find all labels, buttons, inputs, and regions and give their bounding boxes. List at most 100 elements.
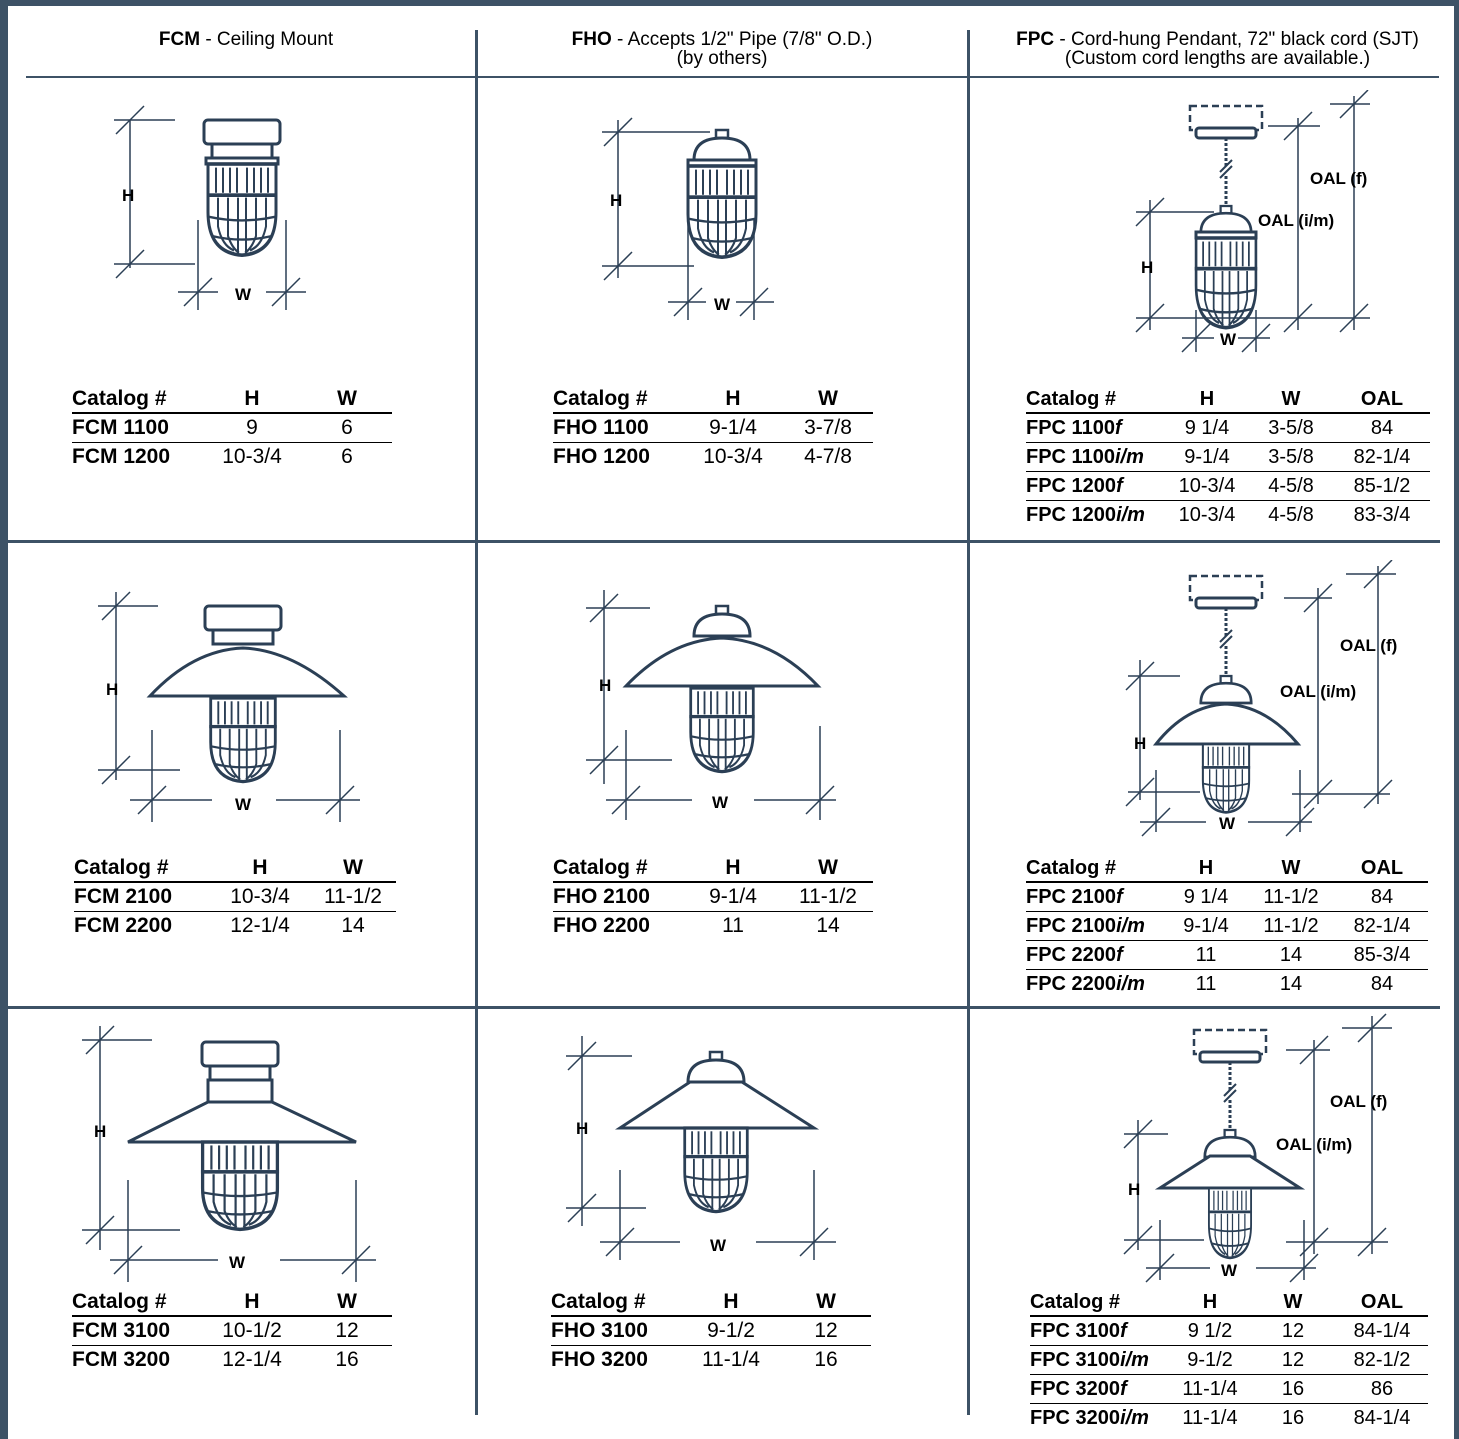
header-h: H	[1166, 855, 1246, 883]
oal-value: 84	[1370, 972, 1394, 995]
table-row: FHO 3100 9-1/2 12	[551, 1316, 871, 1346]
column-description-line2: (Custom cord lengths are available.)	[1064, 48, 1371, 69]
header-w: W	[1250, 1289, 1336, 1317]
h-value: 9-1/4	[1166, 911, 1246, 941]
table-row: FCM 2200 12-1/4 14	[74, 912, 396, 941]
header-h: H	[681, 1289, 781, 1317]
h-value: 9-1/2	[1170, 1345, 1250, 1375]
header-w: W	[783, 386, 873, 414]
w-value: 6	[341, 445, 353, 468]
column-code: FCM	[158, 29, 201, 50]
table-row: FHO 3200 11-1/4 16	[551, 1346, 871, 1375]
header-catalog: Catalog #	[1026, 386, 1166, 414]
header-h: H	[210, 855, 310, 883]
h-value: 11	[722, 914, 744, 937]
spec-table-fcm-3: Catalog # H W FCM 3100 10-1/2 12 FCM 320…	[72, 1289, 392, 1374]
h-value: 11-1/4	[1182, 1406, 1238, 1429]
fho-3-diagram: H W	[566, 1036, 836, 1260]
h-value: 9-1/2	[681, 1316, 781, 1346]
fcm-1-diagram: H W	[114, 105, 306, 310]
table-row: FCM 1100 9 6	[72, 413, 392, 443]
w-value: 4-5/8	[1268, 503, 1314, 526]
w-value: 11-1/2	[783, 882, 873, 912]
oal-value: 82-1/4	[1334, 442, 1430, 472]
w-value: 6	[302, 413, 392, 443]
table-row: FPC 3200f 11-1/4 16 86	[1030, 1374, 1428, 1404]
dimension-label-h: H	[94, 1122, 106, 1141]
fpc-2-diagram: H W OAL (f) OAL (i/m)	[1125, 560, 1397, 837]
table-header-row: Catalog # H W	[551, 1289, 871, 1317]
table-row: FHO 1100 9-1/4 3-7/8	[553, 413, 873, 443]
catalog-number: FPC 2100i/m	[1026, 911, 1166, 941]
spec-table-fcm-2: Catalog # H W FCM 2100 10-3/4 11-1/2 FCM…	[74, 855, 396, 940]
w-value: 14	[1246, 940, 1336, 970]
h-value: 9 1/4	[1166, 413, 1248, 443]
table-header-row: Catalog # H W OAL	[1026, 386, 1430, 414]
column-description: - Accepts 1/2" Pipe (7/8" O.D.)	[611, 29, 873, 50]
table-row: FPC 2100i/m 9-1/4 11-1/2 82-1/4	[1026, 911, 1428, 941]
dimension-label-oal-f: OAL (f)	[1330, 1092, 1387, 1111]
fho-2-diagram: H W	[586, 590, 836, 820]
fpc-1-diagram: H W OAL (f) OAL (i/m)	[1135, 90, 1370, 353]
row-divider-1	[8, 540, 1440, 543]
catalog-number: FHO 1200	[553, 445, 650, 468]
dimension-label-h: H	[106, 680, 118, 699]
column-divider-2	[967, 30, 970, 1415]
dimension-label-h: H	[576, 1119, 588, 1138]
header-catalog: Catalog #	[74, 855, 210, 883]
spec-table-fcm-1: Catalog # H W FCM 1100 9 6 FCM 1200 10-3…	[72, 386, 392, 471]
fpc-3-diagram: H W OAL (f) OAL (i/m)	[1123, 1013, 1392, 1283]
dimension-label-w: W	[714, 295, 731, 314]
table-header-row: Catalog # H W	[72, 386, 392, 414]
h-value: 9-1/4	[1166, 442, 1248, 472]
h-value: 12-1/4	[230, 914, 290, 937]
h-value: 10-1/2	[202, 1316, 302, 1346]
table-row: FPC 1100i/m 9-1/4 3-5/8 82-1/4	[1026, 442, 1430, 472]
oal-value: 85-3/4	[1336, 940, 1428, 970]
catalog-number: FPC 3100f	[1030, 1316, 1170, 1346]
dimension-label-w: W	[235, 795, 252, 814]
header-oal: OAL	[1336, 855, 1428, 883]
table-row: FPC 3200i/m 11-1/4 16 84-1/4	[1030, 1404, 1428, 1433]
dimension-label-w: W	[712, 793, 729, 812]
w-value: 14	[816, 914, 840, 937]
w-value: 16	[1281, 1406, 1305, 1429]
fho-1-diagram: H W	[602, 117, 774, 320]
header-catalog: Catalog #	[553, 855, 683, 883]
h-value: 11-1/4	[702, 1348, 760, 1371]
spec-table-fpc-2: Catalog # H W OAL FPC 2100f 9 1/4 11-1/2…	[1026, 855, 1428, 998]
header-h: H	[1170, 1289, 1250, 1317]
w-value: 4-7/8	[804, 445, 852, 468]
dimension-label-w: W	[1220, 330, 1237, 349]
catalog-number: FCM 1200	[72, 445, 171, 468]
dimension-label-h: H	[610, 191, 622, 210]
catalog-number: FPC 2200f	[1026, 940, 1166, 970]
w-value: 12	[1250, 1316, 1336, 1346]
w-value: 14	[1279, 972, 1303, 995]
catalog-number: FPC 3200i/m	[1030, 1406, 1149, 1429]
oal-value: 82-1/2	[1336, 1345, 1428, 1375]
table-row: FCM 1200 10-3/4 6	[72, 443, 392, 472]
header-h: H	[1166, 386, 1248, 414]
dimension-label-h: H	[1141, 258, 1153, 277]
header-h: H	[683, 855, 783, 883]
column-description: - Cord-hung Pendant, 72" black cord (SJT…	[1054, 29, 1419, 50]
header-w: W	[1246, 855, 1336, 883]
catalog-number: FPC 2200i/m	[1026, 972, 1145, 995]
w-value: 12	[302, 1316, 392, 1346]
column-code: FPC	[1016, 29, 1055, 50]
catalog-number: FHO 2100	[553, 882, 683, 912]
header-w: W	[302, 1289, 392, 1317]
dimension-label-h: H	[122, 186, 134, 205]
table-row: FPC 1200i/m 10-3/4 4-5/8 83-3/4	[1026, 501, 1430, 530]
table-header-row: Catalog # H W OAL	[1030, 1289, 1428, 1317]
w-value: 3-5/8	[1248, 442, 1334, 472]
dimension-label-oal-f: OAL (f)	[1340, 636, 1397, 655]
oal-value: 85-1/2	[1334, 471, 1430, 501]
catalog-number: FHO 3200	[551, 1348, 648, 1371]
h-value: 9 1/2	[1170, 1316, 1250, 1346]
h-value: 10-3/4	[703, 445, 763, 468]
table-row: FPC 2100f 9 1/4 11-1/2 84	[1026, 882, 1428, 912]
